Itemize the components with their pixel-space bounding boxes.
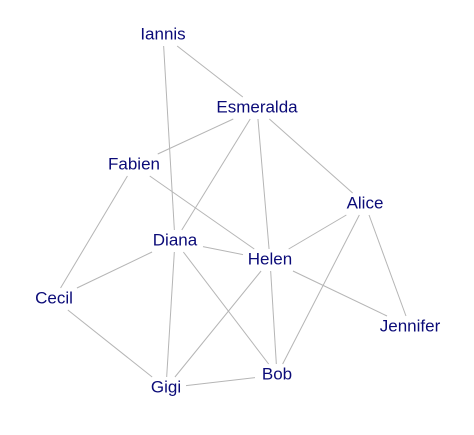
- edge-helen-gigi: [174, 270, 262, 378]
- edge-fabien-helen: [149, 175, 255, 250]
- edge-esmeralda-helen: [257, 118, 270, 250]
- edge-alice-jennifer: [368, 214, 407, 317]
- node-esmeralda: Esmeralda: [216, 97, 298, 116]
- node-jennifer: Jennifer: [380, 316, 441, 335]
- edge-diana-helen: [202, 246, 244, 256]
- edge-esmeralda-fabien: [157, 118, 234, 155]
- edge-alice-bob: [282, 214, 360, 365]
- edge-gigi-bob: [185, 377, 256, 387]
- edges-layer: [60, 45, 407, 387]
- edge-esmeralda-alice: [269, 118, 353, 194]
- node-helen: Helen: [248, 249, 292, 268]
- edge-diana-gigi: [166, 251, 175, 378]
- node-iannis: Iannis: [140, 24, 185, 43]
- node-bob: Bob: [262, 364, 292, 383]
- node-diana: Diana: [153, 230, 198, 249]
- node-gigi: Gigi: [151, 377, 181, 396]
- node-fabien: Fabien: [108, 154, 160, 173]
- edge-cecil-gigi: [67, 309, 153, 378]
- edge-helen-jennifer: [292, 270, 388, 317]
- node-cecil: Cecil: [35, 288, 73, 307]
- edge-diana-bob: [182, 251, 270, 365]
- edge-esmeralda-diana: [181, 118, 251, 231]
- edge-diana-cecil: [76, 251, 153, 289]
- node-alice: Alice: [347, 193, 384, 212]
- edge-helen-bob: [270, 270, 277, 365]
- edge-iannis-esmeralda: [176, 45, 244, 98]
- edge-fabien-cecil: [60, 175, 128, 289]
- nodes-layer: IannisEsmeraldaFabienAliceDianaHelenCeci…: [35, 24, 440, 396]
- edge-alice-helen: [288, 214, 347, 250]
- edge-iannis-diana: [163, 45, 175, 231]
